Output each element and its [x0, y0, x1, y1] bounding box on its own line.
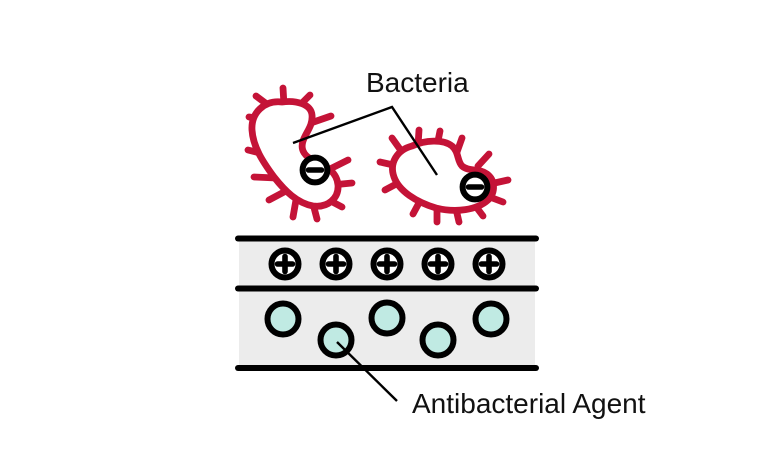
bacteria-pointer-line	[292, 105, 439, 176]
positive-charge-icon	[268, 247, 302, 281]
positive-layer	[268, 247, 506, 281]
positive-charge-icon	[472, 247, 506, 281]
plus-sign	[376, 253, 398, 275]
agent-layer	[264, 299, 510, 359]
agent-particle	[419, 321, 457, 359]
surface-layers	[235, 235, 539, 371]
agent-pointer-line	[336, 341, 398, 402]
plus-sign	[478, 253, 500, 275]
bacterium-left	[244, 84, 356, 223]
plus-sign	[427, 253, 449, 275]
positive-charge-icon	[319, 247, 353, 281]
negative-charge-icon	[459, 171, 491, 203]
agent-particle	[472, 300, 510, 338]
agent-particle	[264, 300, 302, 338]
bacteria-label: Bacteria	[366, 67, 469, 98]
plus-sign	[325, 253, 347, 275]
plus-sign	[274, 253, 296, 275]
positive-charge-icon	[370, 247, 404, 281]
negative-charge-icon	[299, 154, 331, 186]
antibacterial-agent-label: Antibacterial Agent	[412, 388, 646, 419]
agent-particle	[368, 299, 406, 337]
bacterium-right	[376, 126, 512, 226]
positive-charge-icon	[421, 247, 455, 281]
